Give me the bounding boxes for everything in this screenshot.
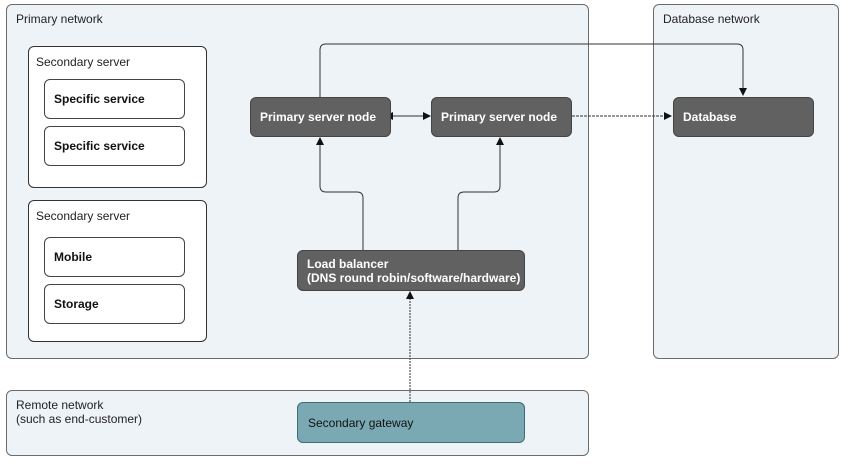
database-node: Database xyxy=(673,97,814,137)
specific-service-2-label: Specific service xyxy=(54,139,145,153)
specific-service-1-label: Specific service xyxy=(54,92,145,106)
primary-network-label: Primary network xyxy=(16,12,103,26)
load-balancer-subtitle: (DNS round robin/software/hardware) xyxy=(307,270,521,285)
storage-service: Storage xyxy=(44,284,185,324)
secondary-gateway-node: Secondary gateway xyxy=(297,402,525,443)
load-balancer-title: Load balancer xyxy=(307,256,389,271)
primary-server-node-2-label: Primary server node xyxy=(441,110,558,124)
primary-server-node-2: Primary server node xyxy=(431,97,572,137)
specific-service-1: Specific service xyxy=(44,79,185,119)
database-network-zone: Database network xyxy=(653,4,839,359)
link-lb-to-node2 xyxy=(457,137,504,250)
secondary-server-1-title: Secondary server xyxy=(36,55,131,69)
primary-server-node-1-label: Primary server node xyxy=(260,110,377,124)
load-balancer-node: Load balancer (DNS round robin/software/… xyxy=(297,250,525,291)
secondary-server-2-title: Secondary server xyxy=(36,209,131,223)
database-network-label: Database network xyxy=(663,12,760,26)
database-node-label: Database xyxy=(683,110,737,124)
primary-server-node-1: Primary server node xyxy=(250,97,391,137)
storage-service-label: Storage xyxy=(54,297,99,311)
remote-network-label: Remote network (such as end-customer) xyxy=(16,398,143,426)
link-lb-to-node1 xyxy=(316,137,364,250)
mobile-service: Mobile xyxy=(44,237,185,277)
specific-service-2: Specific service xyxy=(44,126,185,166)
link-node1-database xyxy=(319,43,747,97)
mobile-service-label: Mobile xyxy=(54,250,92,264)
secondary-gateway-label: Secondary gateway xyxy=(308,415,414,430)
